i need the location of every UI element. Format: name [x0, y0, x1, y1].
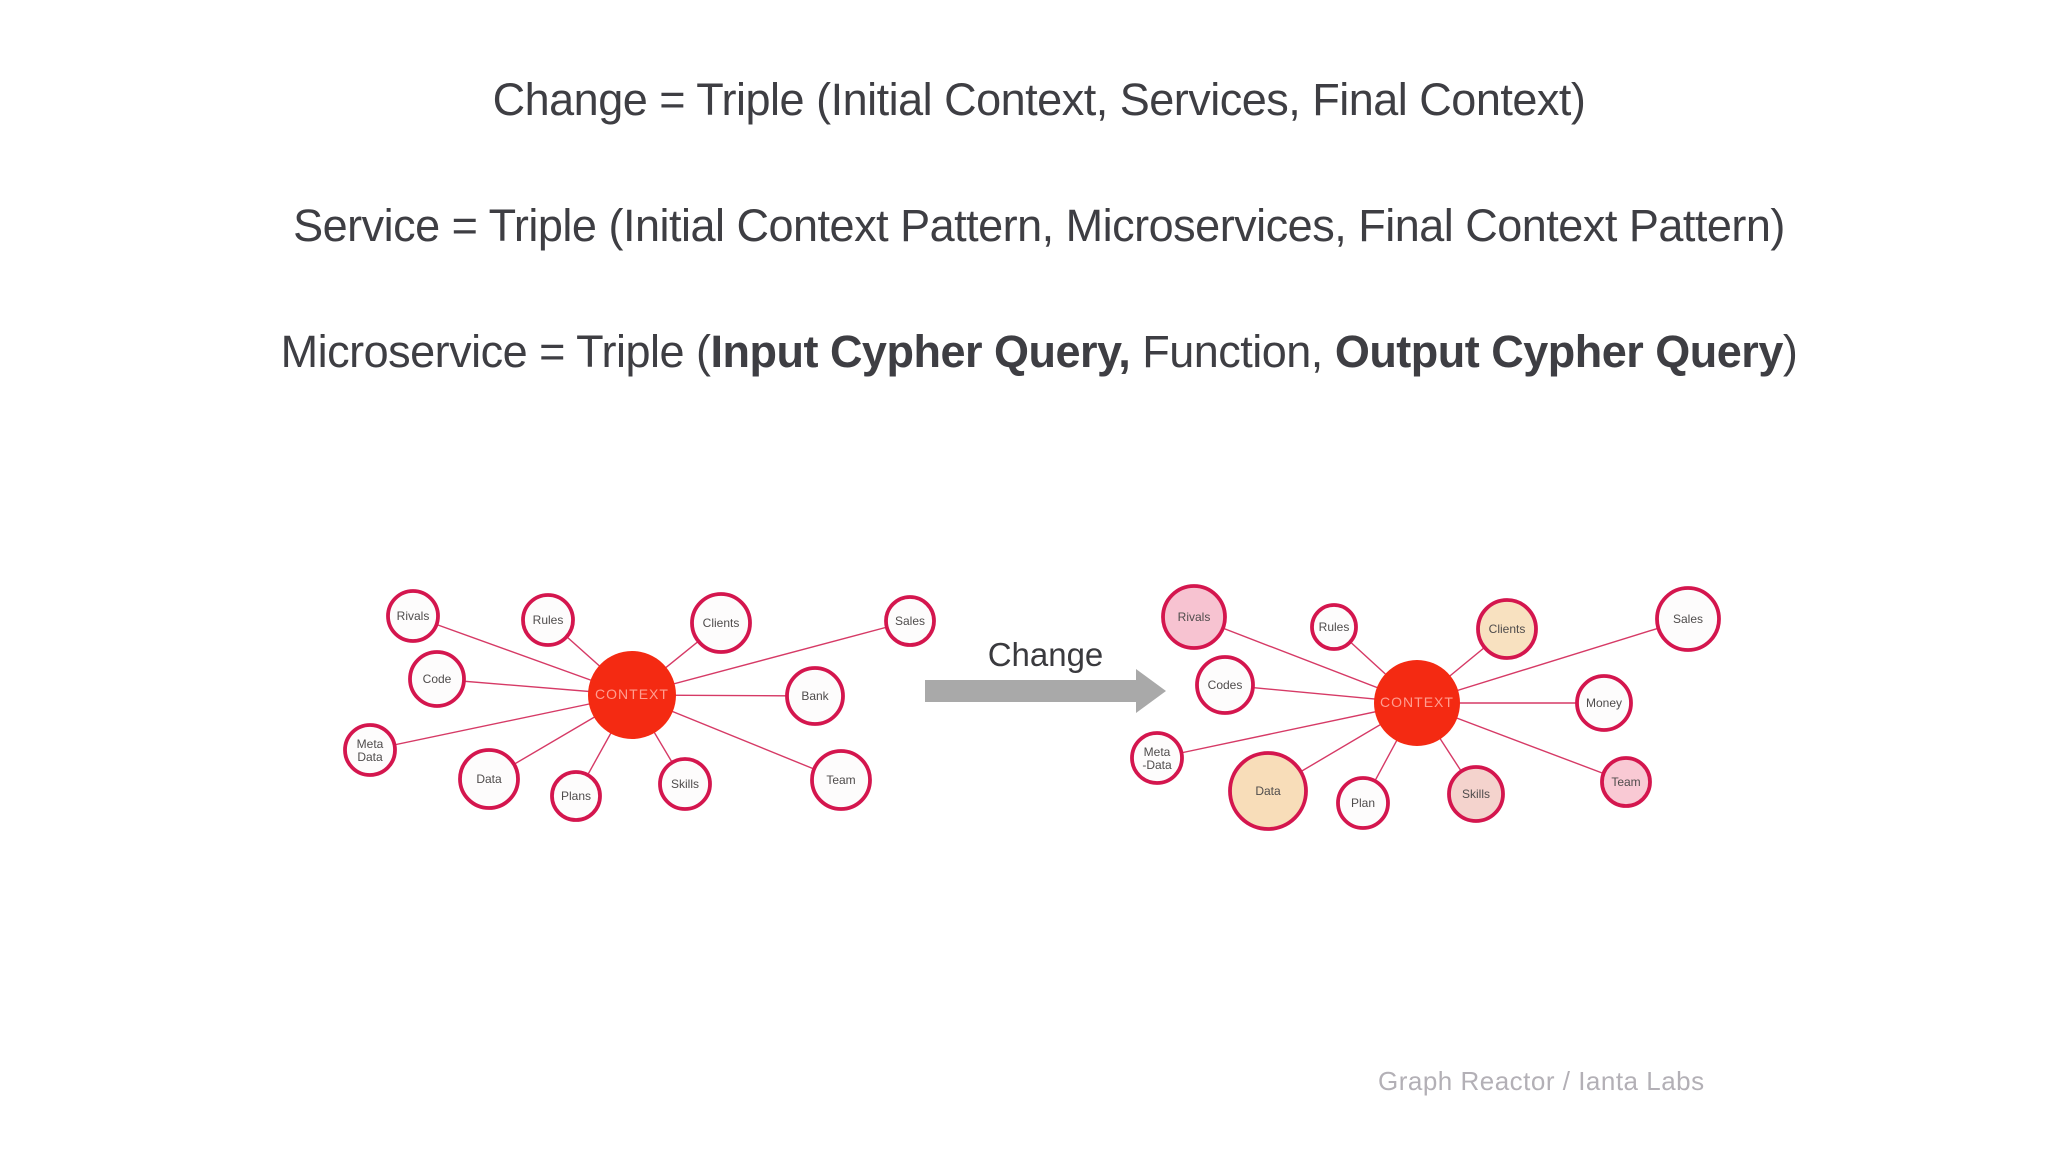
final-context-node-meta-data: [1130, 731, 1184, 785]
final-context-node-rules: [1310, 603, 1358, 651]
initial-context-edge-meta-data: [369, 694, 633, 751]
formula-bold-segment: Output Cypher Query: [1334, 326, 1784, 377]
initial-context-node-label-meta-data-line: Data: [357, 750, 383, 764]
initial-context-node-rivals: [386, 589, 440, 643]
initial-context-node-sales: [884, 595, 936, 647]
initial-context-node-bank: [785, 666, 845, 726]
change-arrow: [925, 669, 1166, 713]
initial-context-node-team: [810, 749, 872, 811]
initial-context-node-label-bank: Bank: [801, 689, 829, 703]
initial-context-edge-sales: [631, 620, 911, 696]
initial-context-node-label-meta-data-line: Meta: [357, 737, 384, 751]
initial-context-node-data: [458, 748, 520, 810]
final-context-node-skills: [1447, 765, 1505, 823]
initial-context-node-label-rules: Rules: [533, 613, 564, 627]
final-context-node-label-rules: Rules: [1319, 620, 1350, 634]
change-arrow-label: Change: [987, 636, 1104, 673]
initial-context-node-skills: [658, 757, 712, 811]
initial-context-node-code: [408, 650, 466, 708]
initial-context-node-label-clients: Clients: [703, 616, 740, 630]
initial-context-node-label-data: Data: [476, 772, 502, 786]
initial-context-node-meta-data: [343, 723, 397, 777]
final-context-edge-sales: [1416, 618, 1689, 704]
final-context-node-label-clients: Clients: [1489, 622, 1526, 636]
initial-context-node-label-rivals: Rivals: [397, 609, 430, 623]
final-context-node-data: [1228, 751, 1308, 831]
formula-change: Change = Triple (Initial Context, Servic…: [492, 74, 1586, 125]
final-context-node-plan: [1336, 776, 1390, 830]
formula-microservice: Microservice = Triple (Input Cypher Quer…: [30, 326, 2048, 378]
final-context-node-label-meta-data-line: -Data: [1142, 758, 1172, 772]
formula-service: Service = Triple (Initial Context Patter…: [293, 200, 1785, 251]
initial-context-node-plans: [550, 770, 602, 822]
final-context-node-team: [1600, 756, 1652, 808]
final-context-node-label-team: Team: [1611, 775, 1640, 789]
initial-context-node-label-plans: Plans: [561, 789, 591, 803]
initial-context-node-label-team: Team: [826, 773, 855, 787]
initial-context-center-label: CONTEXT: [595, 686, 669, 702]
initial-context-node-clients: [690, 592, 752, 654]
initial-context-node-rules: [521, 593, 575, 647]
final-context-node-clients: [1476, 598, 1538, 660]
initial-context-node-label-code: Code: [423, 672, 452, 686]
final-context-node-money: [1575, 674, 1633, 732]
footer-credit: Graph Reactor / Ianta Labs: [1378, 1066, 1705, 1096]
formula-segment: Microservice = Triple (: [280, 326, 711, 377]
final-context-node-label-plan: Plan: [1351, 796, 1375, 810]
formula-bold-segment: Input Cypher Query,: [710, 326, 1131, 377]
final-context-node-codes: [1195, 655, 1255, 715]
initial-context-node-label-sales: Sales: [895, 614, 925, 628]
final-context-center-label: CONTEXT: [1380, 694, 1454, 710]
final-context-node-label-rivals: Rivals: [1178, 610, 1211, 624]
initial-context-node-label-skills: Skills: [671, 777, 699, 791]
final-context-node-label-meta-data: Meta-Data: [1142, 745, 1172, 772]
final-context-node-label-codes: Codes: [1208, 678, 1243, 692]
final-context-node-label-meta-data-line: Meta: [1144, 745, 1171, 759]
final-context-node-label-data: Data: [1255, 784, 1281, 798]
initial-context-center-node: [588, 651, 676, 739]
final-context-node-rivals: [1161, 584, 1227, 650]
final-context-node-sales: [1655, 586, 1721, 652]
final-context-edge-meta-data: [1156, 702, 1418, 759]
final-context-node-label-money: Money: [1586, 696, 1622, 710]
final-context-node-label-sales: Sales: [1673, 612, 1703, 626]
final-context-center-node: [1374, 660, 1460, 746]
final-context-node-label-skills: Skills: [1462, 787, 1490, 801]
formula-segment: ): [1782, 326, 1798, 377]
formula-segment: Function,: [1130, 326, 1335, 377]
